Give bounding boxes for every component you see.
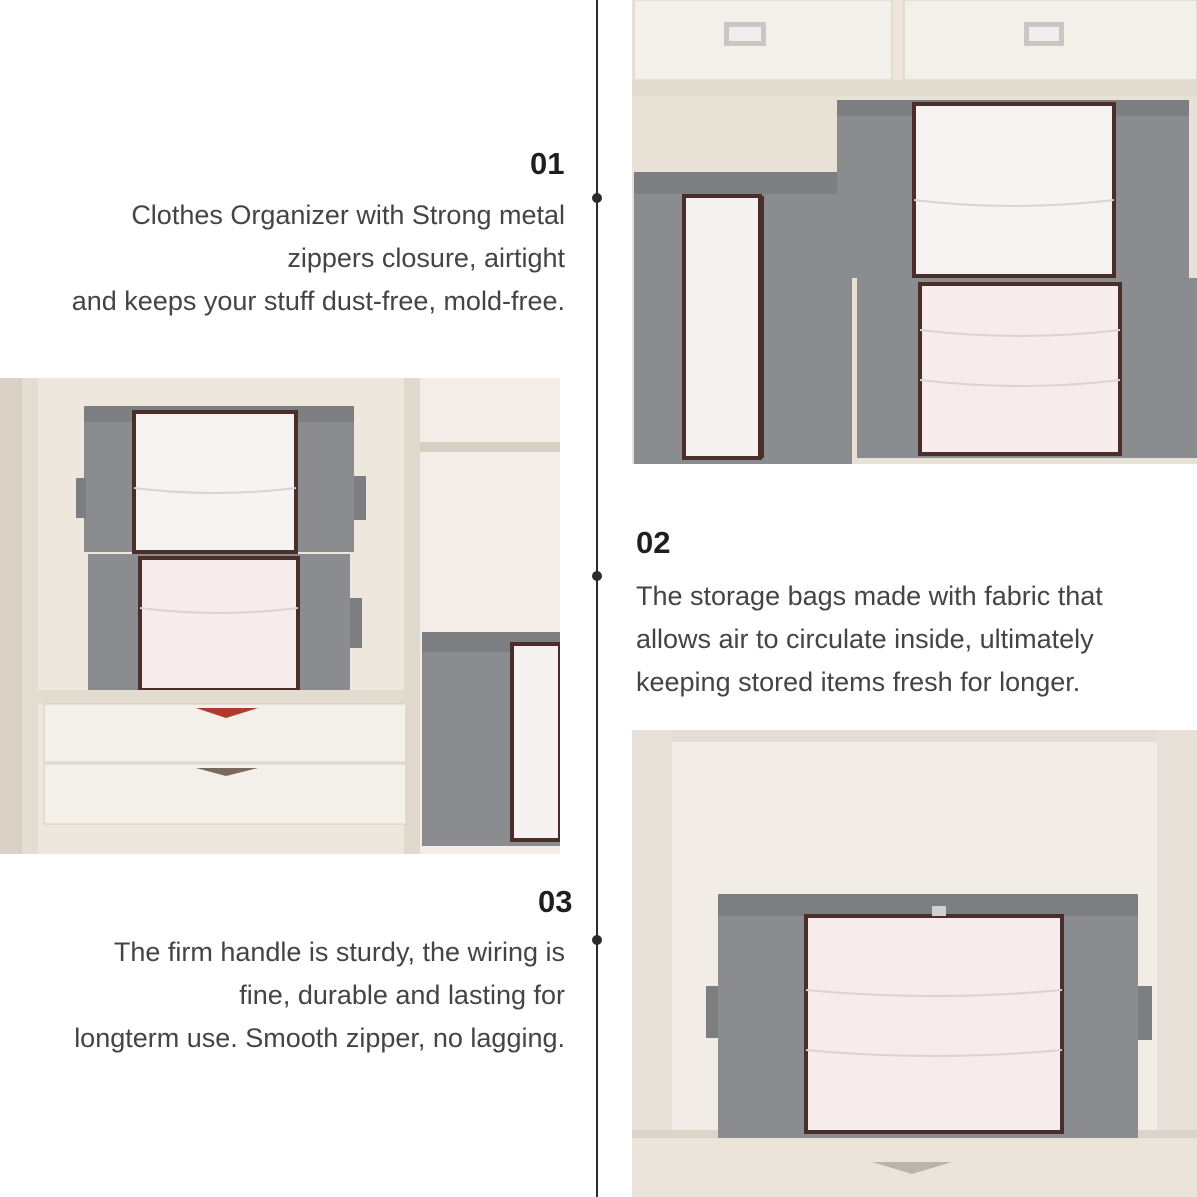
section-number-02: 02 <box>636 525 671 560</box>
product-photo-wardrobe <box>0 378 560 854</box>
product-photo-single-bag <box>632 730 1197 1197</box>
description-line: allows air to circulate inside, ultimate… <box>636 624 1094 654</box>
timeline-dot-01 <box>592 193 602 203</box>
description-line: longterm use. Smooth zipper, no lagging. <box>74 1023 565 1053</box>
timeline-dot-02 <box>592 571 602 581</box>
timeline-line <box>596 0 598 1197</box>
section-number-03: 03 <box>538 884 573 919</box>
section-description-02: The storage bags made with fabric that a… <box>636 575 1103 704</box>
description-line: zippers closure, airtight <box>287 243 565 273</box>
description-line: keeping stored items fresh for longer. <box>636 667 1081 697</box>
product-photo-stacked-bags <box>632 0 1197 464</box>
section-description-01: Clothes Organizer with Strong metal zipp… <box>72 194 565 323</box>
description-line: and keeps your stuff dust-free, mold-fre… <box>71 286 565 316</box>
description-line: The firm handle is sturdy, the wiring is <box>113 937 565 967</box>
timeline-dot-03 <box>592 935 602 945</box>
description-line: Clothes Organizer with Strong metal <box>131 200 565 230</box>
description-line: The storage bags made with fabric that <box>636 581 1103 611</box>
description-line: fine, durable and lasting for <box>239 980 565 1010</box>
section-description-03: The firm handle is sturdy, the wiring is… <box>74 931 565 1060</box>
section-number-01: 01 <box>530 146 565 181</box>
